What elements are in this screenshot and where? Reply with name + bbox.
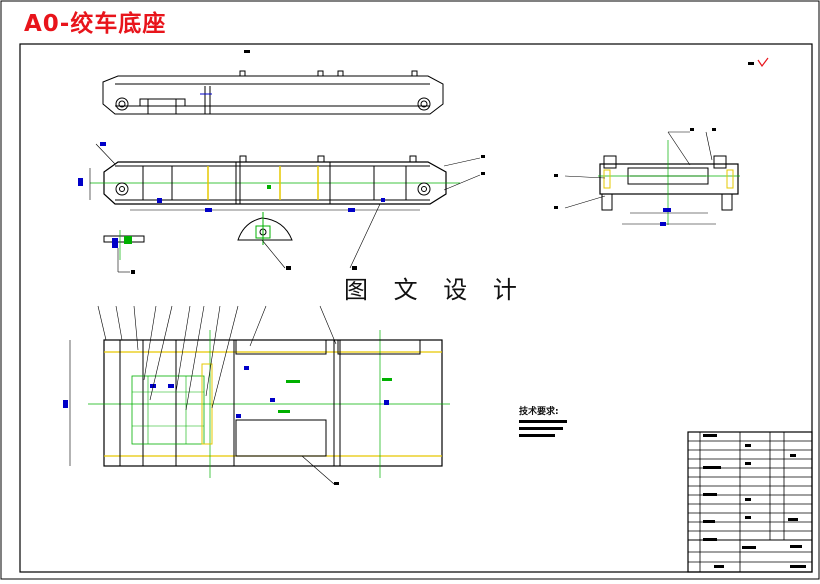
pin-hole-left — [115, 97, 129, 111]
roughness-symbol-icon — [748, 57, 769, 68]
plan-view — [63, 305, 450, 485]
drawing-title: A0-绞车底座 — [24, 11, 167, 37]
beam-outline — [102, 75, 444, 115]
pin-hole-right — [417, 97, 431, 111]
section-detail — [237, 212, 293, 270]
technical-requirements-block — [519, 420, 567, 437]
watermark-text: 图 文 设 计 — [340, 275, 530, 305]
technical-requirements-heading: 技术要求: — [519, 407, 559, 417]
weld-detail — [103, 230, 145, 274]
front-elevation-view — [78, 142, 485, 270]
title-block — [687, 431, 813, 573]
inner-border — [19, 43, 813, 573]
top-elevation-view — [102, 70, 444, 115]
beam-front-outline — [103, 161, 447, 205]
view-label-marker — [244, 50, 250, 53]
title-block-text — [703, 434, 806, 568]
end-view — [554, 128, 740, 226]
